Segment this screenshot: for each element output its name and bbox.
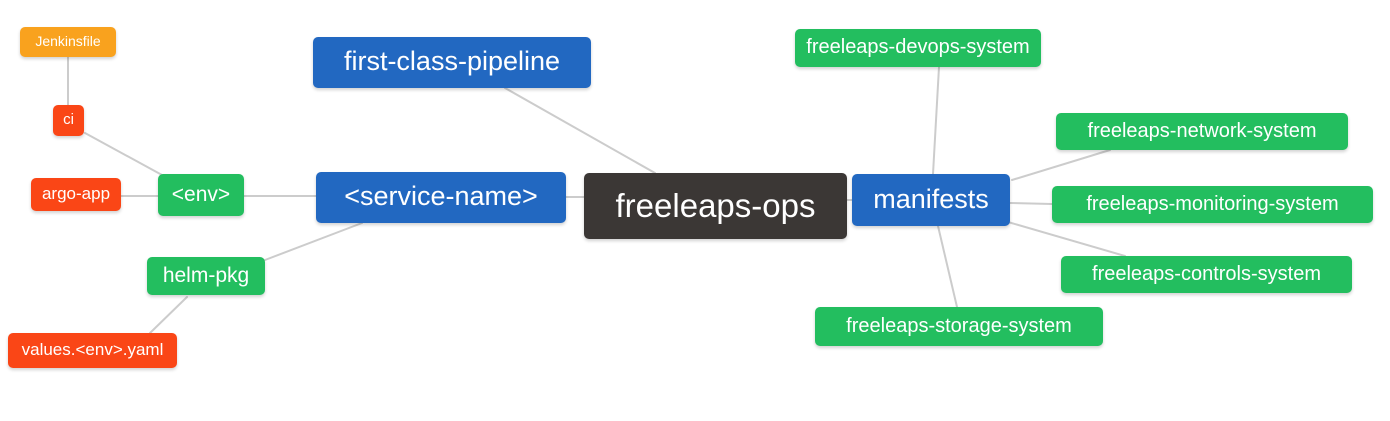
edge-manifests-to-monitoring-system	[1009, 202, 1053, 205]
node-env[interactable]: <env>	[158, 174, 244, 216]
node-freeleaps-ops-root[interactable]: freeleaps-ops	[584, 173, 847, 239]
edge-manifests-to-devops-system	[932, 66, 940, 175]
node-label: freeleaps-devops-system	[806, 36, 1030, 58]
edge-ci-to-env	[84, 132, 163, 176]
node-label: first-class-pipeline	[343, 46, 561, 76]
node-label: freeleaps-monitoring-system	[1086, 192, 1339, 215]
node-label: freeleaps-ops	[615, 186, 816, 224]
node-label: <env>	[171, 182, 231, 206]
node-label: values.<env>.yaml	[21, 340, 164, 359]
node-freeleaps-network-system[interactable]: freeleaps-network-system	[1056, 113, 1348, 150]
node-label: <service-name>	[344, 181, 538, 211]
node-label: manifests	[873, 183, 989, 214]
node-label: ci	[63, 111, 74, 128]
node-manifests[interactable]: manifests	[852, 174, 1010, 226]
node-ci[interactable]: ci	[53, 105, 84, 136]
node-label: freeleaps-storage-system	[846, 314, 1072, 337]
node-freeleaps-monitoring-system[interactable]: freeleaps-monitoring-system	[1052, 186, 1373, 223]
node-freeleaps-storage-system[interactable]: freeleaps-storage-system	[815, 307, 1103, 346]
node-label: Jenkinsfile	[35, 33, 101, 49]
node-freeleaps-devops-system[interactable]: freeleaps-devops-system	[795, 29, 1041, 67]
edge-helm-pkg-to-service-name	[264, 222, 363, 261]
node-values-env-yaml[interactable]: values.<env>.yaml	[8, 333, 177, 368]
node-label: freeleaps-controls-system	[1092, 262, 1321, 285]
node-helm-pkg[interactable]: helm-pkg	[147, 257, 265, 295]
node-argo-app[interactable]: argo-app	[31, 178, 121, 211]
edge-manifests-to-storage-system	[937, 225, 958, 308]
node-jenkinsfile[interactable]: Jenkinsfile	[20, 27, 116, 57]
node-label: freeleaps-network-system	[1087, 119, 1317, 142]
node-label: argo-app	[41, 184, 111, 203]
node-service-name[interactable]: <service-name>	[316, 172, 566, 223]
node-freeleaps-controls-system[interactable]: freeleaps-controls-system	[1061, 256, 1352, 293]
edge-manifests-to-controls-system	[1007, 221, 1126, 257]
edge-first-class-pipeline-to-freeleaps-ops	[504, 87, 656, 174]
node-label: helm-pkg	[162, 263, 250, 287]
node-first-class-pipeline[interactable]: first-class-pipeline	[313, 37, 591, 88]
edge-values-env-yaml-to-helm-pkg	[149, 296, 188, 334]
edge-manifests-to-network-system	[1011, 149, 1111, 181]
